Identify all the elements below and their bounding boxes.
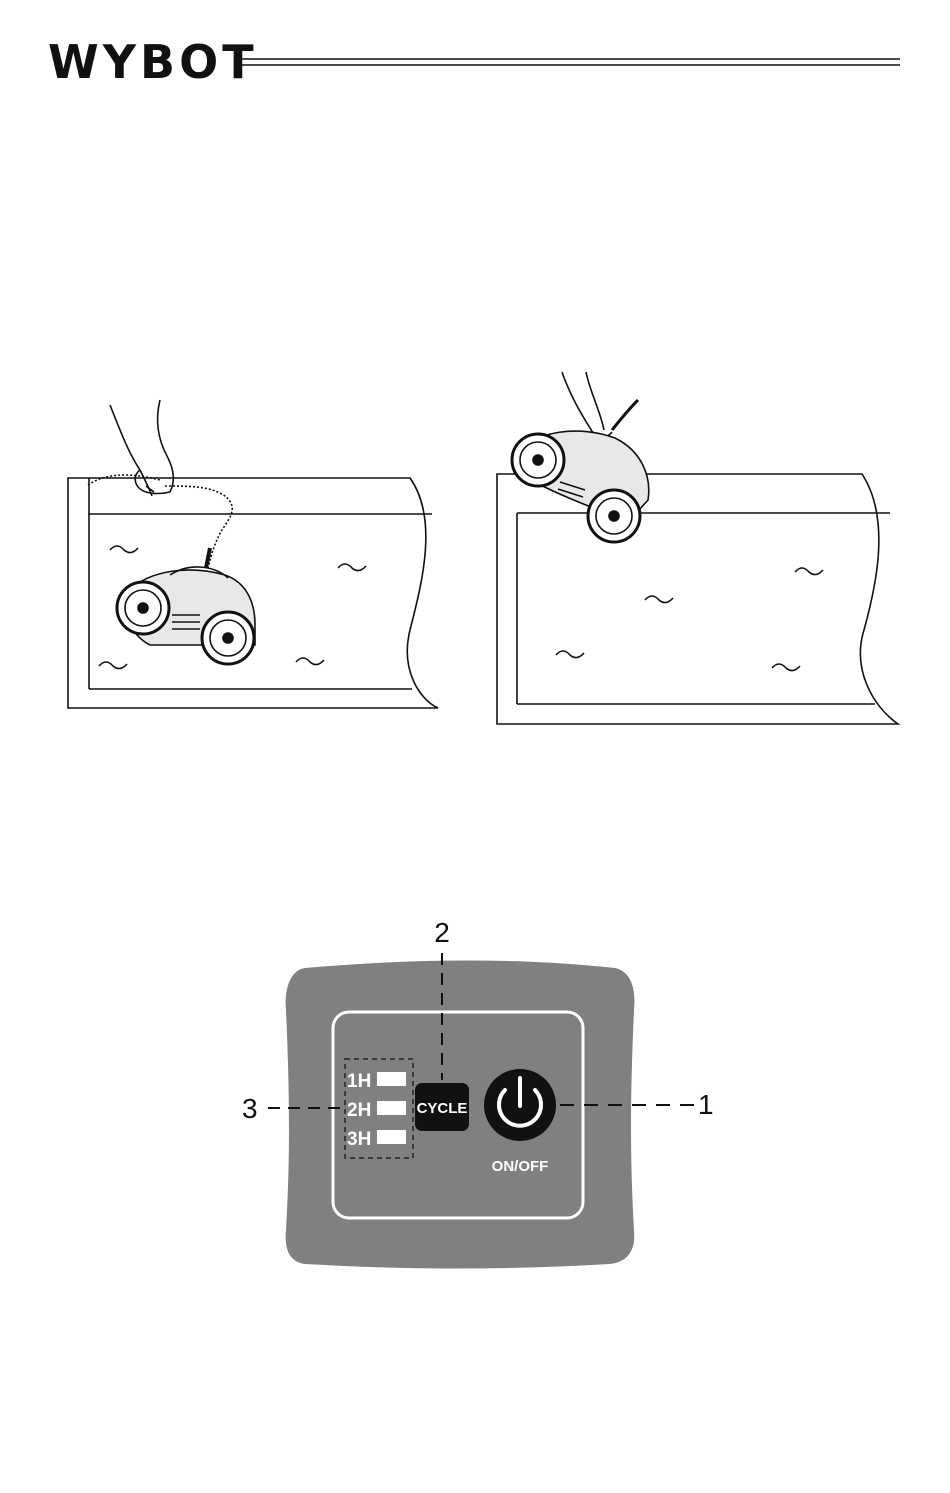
timer-led-2h [377, 1101, 406, 1115]
timer-indicators: 1H 2H 3H [345, 1059, 413, 1158]
water-ripples [556, 568, 823, 671]
power-button-label: ON/OFF [492, 1158, 549, 1175]
illustration-lifting-robot [497, 372, 898, 724]
timer-label-2h: 2H [347, 1100, 371, 1121]
control-panel: 1H 2H 3H CYCLE ON/OFF [286, 961, 635, 1269]
timer-led-3h [377, 1130, 406, 1144]
callout-number-3: 3 [242, 1093, 258, 1124]
illustration-lowering-robot [68, 400, 438, 708]
cycle-button[interactable]: CYCLE [415, 1083, 469, 1131]
cable [612, 400, 638, 430]
robot-cleaner-icon [117, 548, 255, 664]
cable-coil [88, 475, 160, 485]
robot-cleaner-icon [512, 431, 649, 542]
timer-label-1h: 1H [347, 1071, 371, 1092]
timer-led-1h [377, 1072, 406, 1086]
cable [165, 486, 232, 568]
callout-number-2: 2 [434, 917, 450, 948]
header-rule [242, 59, 900, 65]
pool-outline [497, 474, 898, 724]
callout-number-1: 1 [698, 1089, 714, 1120]
brand-logo: WYBOT [48, 35, 258, 89]
cycle-button-label: CYCLE [417, 1100, 468, 1117]
timer-label-3h: 3H [347, 1129, 371, 1150]
power-button[interactable]: ON/OFF [484, 1069, 556, 1175]
hand-icon [110, 400, 173, 496]
header: WYBOT [48, 35, 900, 89]
hand-icon [562, 372, 612, 437]
